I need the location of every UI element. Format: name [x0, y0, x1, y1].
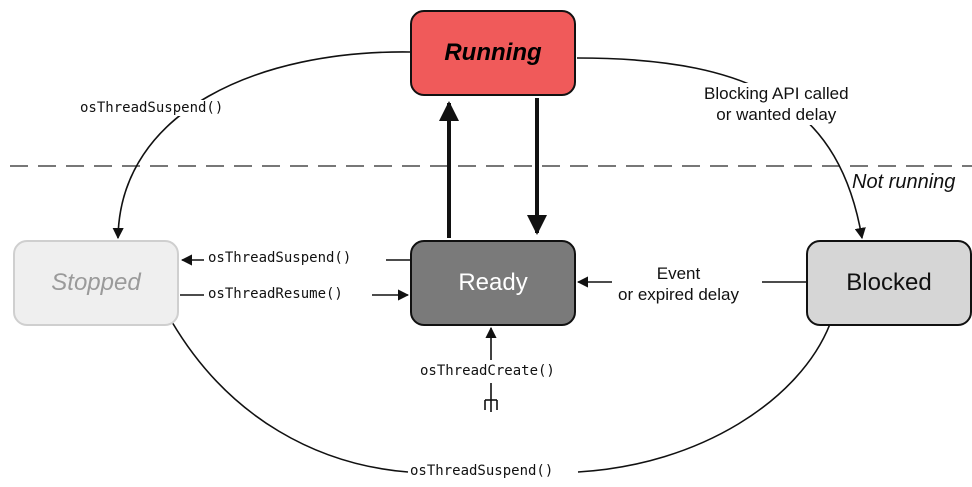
label-running-to-stopped: osThreadSuspend()	[80, 100, 224, 116]
state-running: Running	[410, 10, 576, 96]
label-running-to-blocked: Blocking API called or wanted delay	[704, 83, 849, 125]
state-running-label: Running	[444, 39, 542, 66]
arrow-stopped-blocked-arc-left	[171, 321, 409, 473]
state-blocked-label: Blocked	[846, 269, 932, 296]
state-stopped-label: Stopped	[51, 269, 141, 296]
not-running-label: Not running	[852, 171, 956, 193]
label-ready-to-stopped: osThreadSuspend()	[208, 250, 352, 266]
label-running-to-blocked-line2: or wanted delay	[716, 105, 837, 124]
label-blocked-to-ready: Event or expired delay	[618, 263, 739, 305]
state-ready: Ready	[410, 240, 576, 326]
label-blocked-to-ready-line1: Event	[656, 264, 701, 283]
arrow-stopped-blocked-arc-right	[577, 323, 831, 473]
label-create: osThreadCreate()	[420, 363, 555, 379]
fork-icon	[484, 399, 498, 410]
label-stopped-to-ready: osThreadResume()	[208, 286, 343, 302]
state-ready-label: Ready	[458, 269, 528, 296]
state-stopped: Stopped	[13, 240, 179, 326]
label-running-to-blocked-line1: Blocking API called	[704, 84, 849, 103]
label-blocked-to-ready-line2: or expired delay	[618, 285, 739, 304]
state-blocked: Blocked	[806, 240, 972, 326]
arrow-running-to-stopped	[112, 51, 411, 240]
label-blocked-to-stopped: osThreadSuspend()	[410, 463, 554, 479]
